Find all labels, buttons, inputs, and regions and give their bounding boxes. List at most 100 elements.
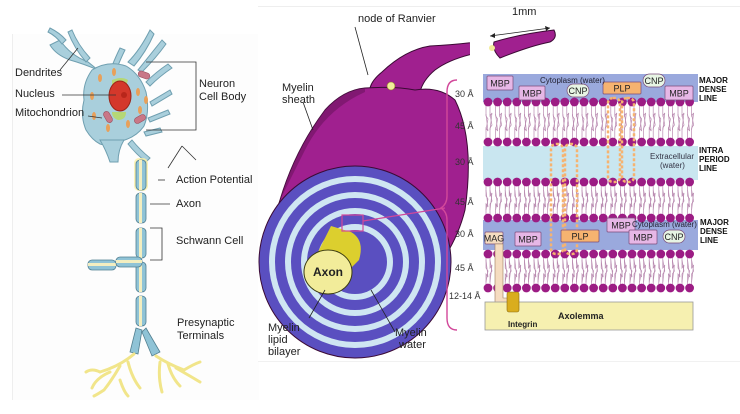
label-extracellular-1: Extracellular xyxy=(650,152,695,161)
lipid-tail xyxy=(576,259,579,288)
label-extracellular-2: (water) xyxy=(660,161,685,170)
lipid-head xyxy=(493,177,502,187)
label-dendrites: Dendrites xyxy=(15,67,63,79)
label-node-of-ranvier: node of Ranvier xyxy=(358,13,436,25)
mbp-protein xyxy=(514,231,542,247)
cnp-protein xyxy=(566,83,590,98)
lipid-tail xyxy=(691,189,694,218)
label-schwann-cell: Schwann Cell xyxy=(176,235,244,247)
lipid-tail xyxy=(687,189,690,218)
label-axon: Axon xyxy=(176,198,202,210)
lipid-tail xyxy=(620,189,623,218)
lipid-head xyxy=(646,283,656,293)
lipid-head xyxy=(675,213,685,223)
lipid-head xyxy=(541,177,550,187)
lipid-tail xyxy=(566,259,570,288)
lipid-tail xyxy=(547,189,550,218)
lipid-tail xyxy=(566,102,570,131)
lipid-tail xyxy=(658,259,662,288)
label-neuron-cell-body-1: Neuron xyxy=(199,78,236,90)
lipid-tail xyxy=(585,189,589,218)
lipid-tail xyxy=(581,113,585,142)
lipid-head xyxy=(531,213,541,223)
lipid-tail xyxy=(600,189,604,218)
lipid-tail xyxy=(610,259,614,288)
lipid-tail xyxy=(572,189,575,218)
lipid-head xyxy=(666,213,675,223)
lipid-tail xyxy=(658,113,662,142)
lipid-tail xyxy=(668,259,671,288)
lipid-tail xyxy=(499,189,502,218)
lipid-tail xyxy=(643,259,646,288)
lipid-head xyxy=(579,97,589,107)
lipid-head xyxy=(589,213,598,223)
lipid-tail xyxy=(537,113,541,142)
lipid-tail xyxy=(562,259,566,288)
lipid-tail xyxy=(533,259,537,288)
plp-transmembrane xyxy=(620,96,636,184)
lipid-tail xyxy=(514,189,518,218)
lipid-head xyxy=(685,213,694,223)
label-major-dense-bottom: LINE xyxy=(700,236,719,245)
lipid-head xyxy=(570,283,579,293)
lipid-tail xyxy=(489,259,493,288)
lipid-tail xyxy=(537,259,541,288)
lipid-head xyxy=(598,249,608,259)
label-presynaptic-1: Presynaptic xyxy=(177,317,235,329)
lipid-tail xyxy=(662,113,666,142)
lipid-tail xyxy=(681,113,685,142)
label-major-dense-bottom: DENSE xyxy=(700,227,728,236)
lipid-tail xyxy=(518,113,522,142)
lipid-tail xyxy=(595,259,598,288)
plp-transmembrane xyxy=(606,96,622,184)
lipid-head xyxy=(627,249,637,259)
lipid-head xyxy=(608,249,618,259)
lipid-tail xyxy=(677,113,681,142)
lipid-tail xyxy=(614,259,618,288)
mbp-protein xyxy=(628,229,658,245)
lipid-head xyxy=(598,137,608,147)
lipid-tail xyxy=(691,259,694,288)
lipid-head xyxy=(666,137,675,147)
lipid-head xyxy=(483,137,493,147)
lipid-tail xyxy=(643,113,646,142)
lipid-tail xyxy=(528,189,531,218)
lipid-head xyxy=(598,177,608,187)
lipid-head xyxy=(646,137,656,147)
lipid-tail xyxy=(499,102,502,131)
lipid-head xyxy=(493,213,502,223)
lipid-head xyxy=(579,213,589,223)
lipid-tail xyxy=(485,189,489,218)
lipid-head xyxy=(675,249,685,259)
cnp-protein xyxy=(662,229,686,244)
lipid-tail xyxy=(533,113,537,142)
lipid-tail xyxy=(662,259,666,288)
lipid-tail xyxy=(652,113,656,142)
lipid-head xyxy=(502,177,512,187)
lipid-tail xyxy=(552,259,556,288)
lipid-tail xyxy=(604,102,608,131)
lipid-head xyxy=(502,137,512,147)
lipid-tail xyxy=(672,259,675,288)
label-axolemma: Axolemma xyxy=(558,311,604,321)
lipid-head xyxy=(483,213,493,223)
lipid-head xyxy=(608,283,618,293)
lipid-head xyxy=(589,177,598,187)
label-presynaptic-2: Terminals xyxy=(177,330,225,342)
lipid-head xyxy=(483,97,493,107)
lipid-head xyxy=(618,283,627,293)
lipid-tail xyxy=(504,113,508,142)
label-cytoplasm-top: Cytoplasm (water) xyxy=(540,76,605,85)
lipid-tail xyxy=(566,113,570,142)
label-major-dense-top: DENSE xyxy=(699,85,727,94)
plp-protein-label: PLP xyxy=(571,232,588,242)
lipid-tail xyxy=(537,189,541,218)
mbp-protein-label: MBP xyxy=(490,79,510,89)
lipid-tail xyxy=(572,259,575,288)
lipid-head xyxy=(579,137,589,147)
lipid-tail xyxy=(556,102,560,131)
distant-segment xyxy=(369,42,470,93)
lipid-head xyxy=(608,137,618,147)
lipid-head xyxy=(531,283,541,293)
